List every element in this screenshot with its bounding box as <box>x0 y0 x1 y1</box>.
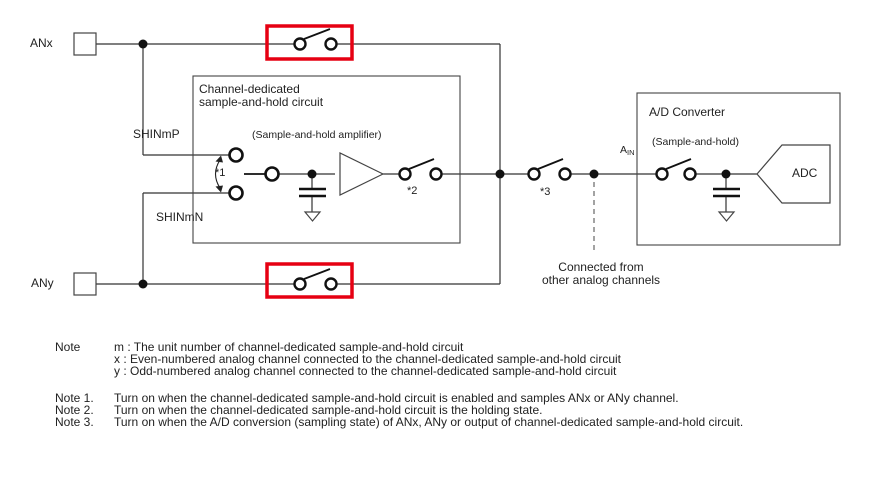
adc-sampling-switch <box>655 158 697 181</box>
selector-arc-arrow <box>214 159 221 189</box>
any-bypass-switch <box>293 268 338 291</box>
switch-3 <box>527 158 572 181</box>
any-label: ANy <box>31 276 54 290</box>
note2-label: Note 2. <box>55 403 94 417</box>
sample-hold-amplifier <box>339 152 385 196</box>
switch2-ref-label: *2 <box>407 185 418 197</box>
adc-sampling-capacitor <box>713 187 740 222</box>
switch3-ref-label: *3 <box>540 186 551 198</box>
sample-and-hold-box <box>192 75 461 244</box>
note-def-m: m : The unit number of channel-dedicated… <box>114 340 464 354</box>
note3-text: Turn on when the A/D conversion (samplin… <box>114 415 744 429</box>
shinmn-label: SHINmN <box>156 210 204 224</box>
note-def-x: x : Even-numbered analog channel connect… <box>114 352 621 366</box>
any-pad <box>73 272 97 296</box>
ain-label: AIN <box>620 144 635 157</box>
note-def-y: y : Odd-numbered analog channel connecte… <box>114 364 617 378</box>
ad-converter-box <box>636 92 841 246</box>
adc-core-label: ADC <box>792 166 818 180</box>
adc-core-symbol <box>756 144 831 204</box>
hold-capacitor <box>299 187 326 222</box>
ground-symbol <box>717 211 736 222</box>
sh-amp-caption: (Sample-and-hold amplifier) <box>252 129 382 141</box>
ground-symbol <box>303 211 322 222</box>
switch-2 <box>398 158 443 181</box>
highlight-box-bottom-switch <box>265 262 354 299</box>
anx-pad <box>73 32 97 56</box>
note-label: Note <box>55 340 81 354</box>
note1-text: Turn on when the channel-dedicated sampl… <box>114 391 679 405</box>
anx-bypass-switch <box>293 28 338 51</box>
note2-text: Turn on when the channel-dedicated sampl… <box>114 403 543 417</box>
anx-label: ANx <box>30 36 53 50</box>
note3-label: Note 3. <box>55 415 94 429</box>
junction-dots <box>138 39 731 289</box>
adc-caption: (Sample-and-hold) <box>652 136 739 148</box>
switch1-ref-label: *1 <box>215 167 226 179</box>
circuit-diagram-svg <box>73 24 841 299</box>
highlight-box-top-switch <box>265 24 354 61</box>
sh-box-title-line2: sample-and-hold circuit <box>199 95 324 109</box>
selector-switch-1 <box>214 147 280 201</box>
note1-label: Note 1. <box>55 391 94 405</box>
sh-box-title-line1: Channel-dedicated <box>199 82 300 96</box>
wires <box>96 43 757 285</box>
shinmp-label: SHINmP <box>133 127 180 141</box>
connected-note: Connected from other analog channels <box>541 260 661 287</box>
sh-box-title: Channel-dedicated sample-and-hold circui… <box>199 83 323 109</box>
adc-box-title: A/D Converter <box>649 105 726 119</box>
